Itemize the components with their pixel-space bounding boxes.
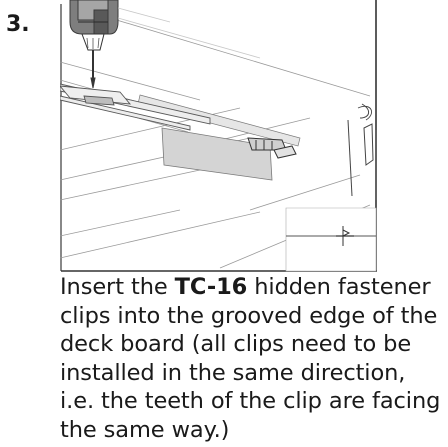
deck-installation-illustration (60, 0, 378, 272)
drill-inserting-clips-into-deck-board-icon (60, 0, 377, 272)
step-number: 3. (6, 12, 30, 37)
instruction-text-before: Insert the (60, 274, 175, 300)
instruction-text-after: hidden fastener clips into the grooved e… (60, 274, 441, 443)
product-code: TC-16 (174, 274, 248, 300)
instruction-text: Insert the TC-16 hidden fastener clips i… (60, 273, 444, 445)
